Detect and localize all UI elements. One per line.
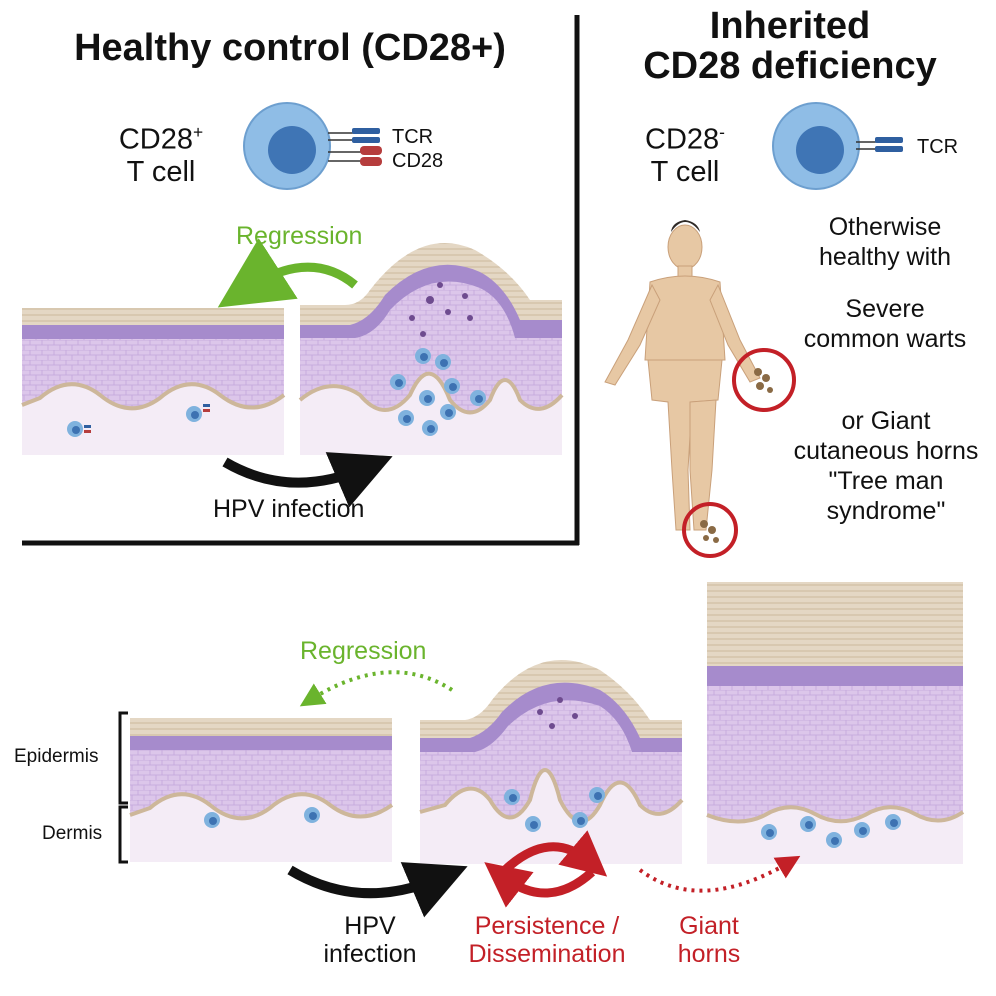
tcell-small [444,378,460,394]
tcell-small [504,789,520,805]
bottom-hpv-infection-label: HPV infection [310,912,430,968]
phenotype-giant-horns: or Giant cutaneous horns "Tree man syndr… [793,407,979,525]
regression-arrow [217,238,358,308]
deficiency-cell-label: CD28- T cell [620,116,750,188]
skin-section-deficient-wart [419,660,684,864]
tcell-small [422,420,438,436]
tcell-small [67,421,91,437]
skin-section-giant-horn [706,582,965,864]
healthy-cell-label-line2: T cell [126,155,196,188]
healthy-cd28-label: CD28 [392,150,444,172]
skin-section-deficient-normal [129,718,394,862]
skin-section-healthy-normal [21,308,286,455]
healthy-cell-label: CD28+ T cell [96,116,226,188]
bottom-hpv-line2: infection [323,940,417,968]
tcell-small [885,814,901,830]
tcell-small [440,404,456,420]
healthy-tcr-label: TCR [392,126,434,148]
tcell-small [800,816,816,832]
epidermis-label: Epidermis [14,746,99,767]
phenotype-otherwise-healthy: Otherwise healthy with [818,213,952,271]
tcell-small [525,816,541,832]
deficiency-cell-label-line2: T cell [650,155,720,188]
dermis-label: Dermis [42,823,103,844]
cd28-positive-tcell-icon [243,102,382,190]
regression-label: Regression [236,222,363,250]
persistence-cycle-arrow [484,862,596,908]
persistence-label: Persistence / Dissemination [452,912,642,968]
wart-highlight-hand [732,348,796,412]
phenotype-severe-warts: Severe common warts [803,295,967,353]
deficiency-title-line1: Inherited [709,5,871,47]
wart-lesion-icon [700,368,773,543]
tcell-small [204,812,220,828]
giant-horns-line2: horns [677,940,741,968]
deficiency-title: Inherited CD28 deficiency [600,6,980,86]
deficiency-cell-label-line1: CD28- [645,122,725,156]
tcell-small [435,354,451,370]
tcell-small [415,348,431,364]
layer-bracket [118,711,128,864]
bottom-hpv-line1: HPV [344,912,396,940]
regression-arrow-dotted [299,670,454,707]
healthy-title: Healthy control (CD28+) [74,27,506,69]
persistence-line1: Persistence / [474,912,620,940]
persistence-cycle-arrow [501,830,608,877]
giant-horns-label: Giant horns [664,912,754,968]
wart-highlight-foot [682,502,738,558]
tcell-small [854,822,870,838]
tcell-small [186,404,210,422]
persistence-line2: Dissemination [468,940,626,968]
deficiency-title-line2: CD28 deficiency [643,45,937,87]
tcell-small [572,812,588,828]
tcell-small [398,410,414,426]
tcell-small [826,832,842,848]
tcell-small [761,824,777,840]
healthy-cell-label-line1: CD28+ [118,122,204,156]
hpv-infection-arrow [222,452,393,508]
cd28-negative-tcell-icon [772,102,903,190]
patient-figure [604,220,761,531]
tcell-small [419,390,435,406]
giant-horn-arrow-dotted [638,855,801,893]
giant-horns-line1: Giant [679,912,739,940]
tcell-small [304,807,320,823]
tcell-small [589,787,605,803]
tcell-small [390,374,406,390]
tcell-small [470,390,486,406]
deficiency-tcr-label: TCR [917,136,959,158]
hpv-infection-arrow [287,862,468,918]
bottom-regression-label: Regression [300,637,427,665]
hpv-infection-label: HPV infection [213,495,365,523]
